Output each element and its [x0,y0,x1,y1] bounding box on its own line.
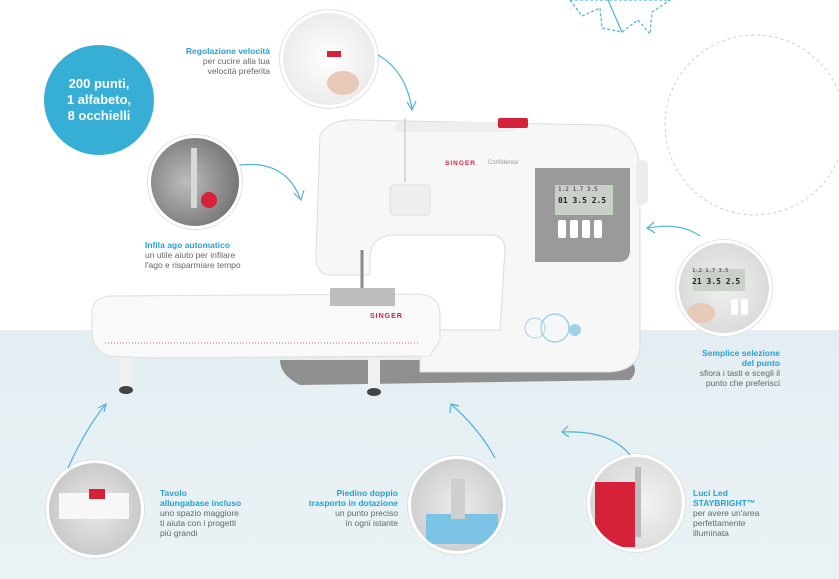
zoom-lcd-top-readout: 1.2 1.7 3.5 [692,268,729,274]
callout-stitch: Semplice selezione del punto sfiora i ta… [680,348,780,388]
callout-speed: Regolazione velocità per cucire alla tua… [160,46,270,76]
callout-table-title2: allungabase incluso [160,498,242,508]
machine-brand: SINGER [445,160,476,167]
machine-model: Confidence [488,160,519,166]
lcd-display [555,185,613,215]
badge-line-1: 200 punti, [68,76,130,91]
callout-foot-line2: in ogni istante [345,518,398,528]
finger-icon [687,303,715,323]
badge-line-3: 8 occhielli [67,108,131,123]
callout-table-line1: uno spazio maggiore [160,508,239,518]
lcd-top-readout: 1.2 1.7 3.5 [558,186,598,193]
callout-foot-line1: un punto preciso [335,508,398,518]
callout-led-line1: per avere un'area [693,508,760,518]
callout-speed-line1: per cucire alla tua [202,56,270,66]
callout-foot-title2: trasporto in dotazione [308,498,398,508]
callout-threader-line1: un utile aiuto per infilare [145,250,236,260]
finger-icon [327,71,359,95]
callout-led-title2: STAYBRIGHT™ [693,498,756,508]
callout-led: Luci Led STAYBRIGHT™ per avere un'area p… [693,488,793,538]
callout-speed-line2: velocità preferita [207,66,270,76]
callout-table-line2: ti aiuta con i progetti [160,518,237,528]
stitch-button-1[interactable] [558,220,566,238]
handwheel[interactable] [636,160,648,205]
callout-table-title1: Tavolo [160,488,187,498]
callout-stitch-title1: Semplice selezione [702,348,780,358]
callout-threader: Infila ago automatico un utile aiuto per… [145,240,275,270]
stitch-button-4[interactable] [594,220,602,238]
stitch-button-3[interactable] [582,220,590,238]
callout-foot-title1: Piedino doppio [336,488,398,498]
callout-led-title1: Luci Led [693,488,728,498]
zoom-needle-threader [148,135,242,229]
lcd-main-readout: 01 3.5 2.5 [558,196,607,205]
decorative-dashed-circle [664,34,839,216]
callout-table-line3: più grandi [160,528,198,538]
zoom-walking-foot [408,456,506,554]
callout-stitch-line1: sfiora i tasti e scegli il [699,368,780,378]
callout-led-line3: illuminata [693,528,729,538]
zoom-stitch-panel [676,240,772,336]
badge-line-2: 1 alfabeto, [66,92,132,107]
callout-table: Tavolo allungabase incluso uno spazio ma… [160,488,260,538]
thread-spool-icon [201,192,217,208]
stitch-button-2[interactable] [570,220,578,238]
zoom-speed-control [280,10,378,108]
zoom-extension-table [46,460,144,558]
speed-slider[interactable] [498,118,528,128]
callout-stitch-line2: punto che preferisci [705,378,780,388]
sewing-machine [91,118,648,396]
callout-threader-title: Infila ago automatico [145,240,231,250]
speed-slider-zoom [327,51,341,57]
callout-foot: Piedino doppio trasporto in dotazione un… [290,488,398,528]
zoom-lcd-main-readout: 21 3.5 2.5 [692,277,741,286]
callout-threader-line2: l'ago e risparmiare tempo [145,260,241,270]
callout-led-line2: perfettamente [693,518,746,528]
features-badge: 200 punti, 1 alfabeto, 8 occhielli [44,45,154,155]
callout-stitch-title2: del punto [741,358,780,368]
callout-speed-title: Regolazione velocità [185,46,270,56]
zoom-led-light [587,454,685,552]
table-brand: SINGER [370,313,403,320]
